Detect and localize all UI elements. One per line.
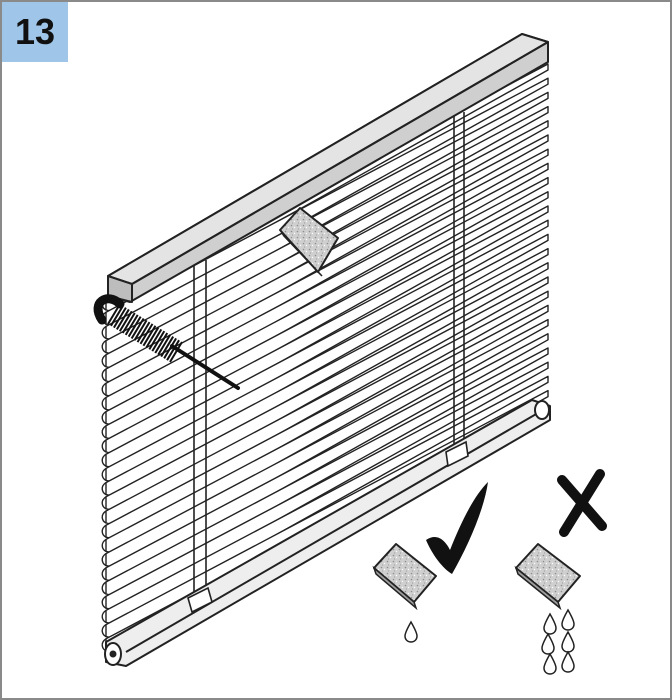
cross-icon	[557, 469, 607, 537]
blind-slats	[101, 63, 549, 654]
blind-slat	[105, 233, 549, 484]
blind-slat	[105, 361, 549, 611]
blind-slat	[105, 148, 549, 398]
blind-slat	[105, 304, 549, 555]
blind-slat	[105, 247, 549, 498]
wet-sponge-icon	[514, 543, 581, 675]
sponge-icon	[279, 207, 339, 277]
step-number-badge: 13	[2, 2, 68, 62]
blind-slat	[105, 205, 549, 455]
blind-slat	[105, 276, 549, 526]
water-drop-icon	[543, 652, 557, 675]
blind-slat	[105, 77, 549, 327]
brush-icon	[93, 294, 240, 390]
damp-sponge-icon	[372, 543, 437, 643]
blind-slat	[105, 219, 549, 469]
ladder-cords	[193, 112, 465, 600]
blind-slat	[105, 191, 549, 441]
water-drop-icon	[404, 620, 418, 643]
blind-slat	[105, 162, 549, 413]
water-drop-icon	[561, 650, 575, 673]
blind-slat	[105, 134, 549, 384]
blind-slat	[105, 262, 549, 512]
blind-slat	[105, 333, 549, 583]
blind-slat	[105, 91, 549, 342]
blind-slat	[105, 318, 549, 569]
checkmark-icon	[426, 482, 488, 574]
water-drop-icon	[543, 612, 557, 635]
blind-slat	[105, 375, 549, 626]
blind-slat	[105, 347, 549, 597]
blind-slat	[105, 290, 549, 540]
cord-clips	[187, 440, 469, 614]
water-drop-icon	[561, 608, 575, 631]
water-drop-icon	[541, 632, 555, 655]
headrail	[107, 33, 549, 303]
water-drop-icon	[561, 630, 575, 653]
bottom-rail	[104, 399, 551, 667]
blind-slat	[105, 176, 549, 427]
